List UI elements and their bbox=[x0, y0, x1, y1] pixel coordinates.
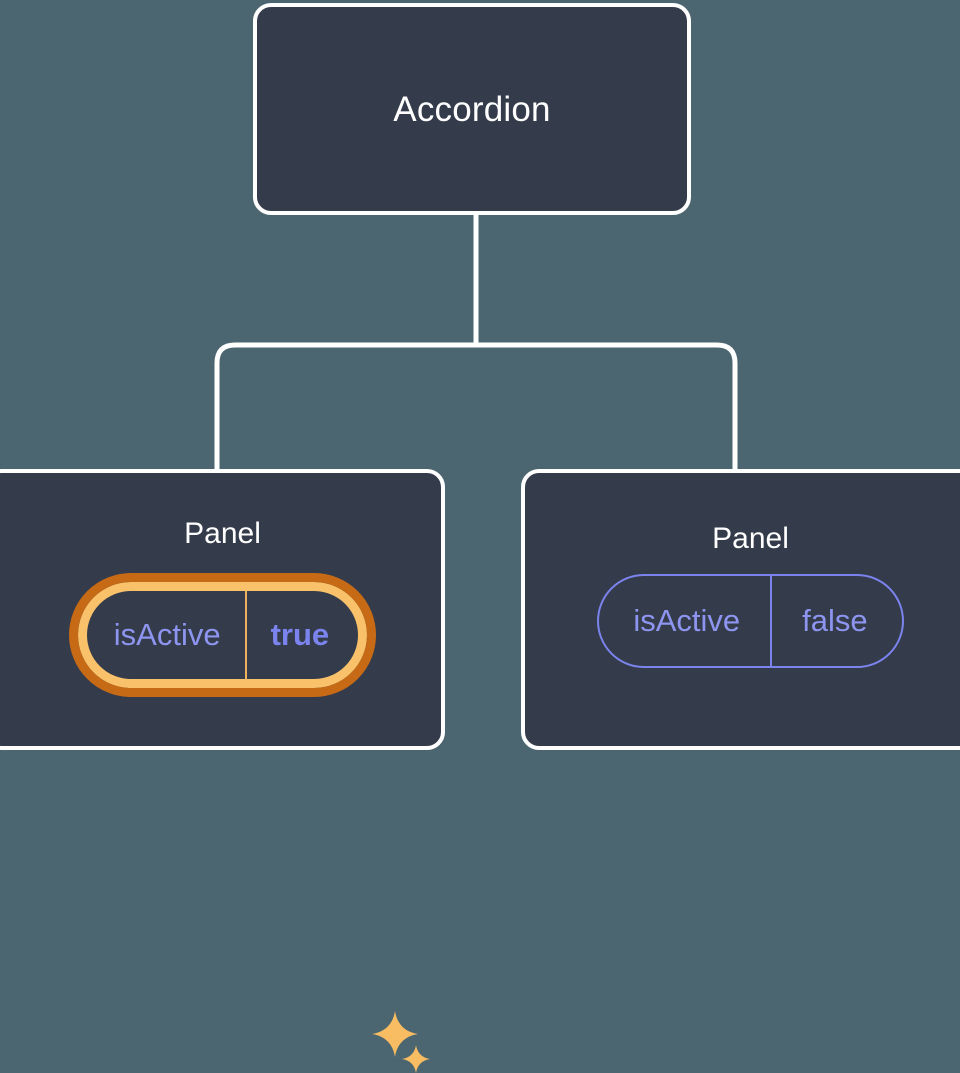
prop-pill-active-wrap: isActive true bbox=[68, 573, 377, 697]
prop-pill-inactive[interactable]: isActive false bbox=[597, 574, 904, 668]
connector-branches bbox=[214, 342, 738, 471]
node-panel-active[interactable]: Panel isActive true bbox=[0, 469, 445, 1073]
node-accordion-label: Accordion bbox=[393, 89, 551, 129]
prop-key-isactive: isActive bbox=[633, 603, 741, 638]
node-panel-inactive-label: Panel bbox=[712, 522, 789, 555]
sparkle-small-icon bbox=[402, 1045, 430, 1073]
prop-value-true: true bbox=[244, 591, 368, 679]
prop-pill-inactive-wrap: isActive false bbox=[597, 574, 904, 668]
prop-pill-active[interactable]: isActive true bbox=[68, 573, 377, 697]
prop-key-isactive: isActive bbox=[113, 617, 221, 652]
node-accordion[interactable]: Accordion bbox=[253, 3, 691, 215]
diagram-canvas: Accordion Panel isActive true Panel isAc… bbox=[0, 3, 960, 1073]
node-panel-active-label: Panel bbox=[184, 517, 261, 550]
prop-value-false: false bbox=[770, 576, 901, 666]
sparkle-large-icon bbox=[372, 1011, 418, 1057]
node-panel-inactive[interactable]: Panel isActive false bbox=[521, 469, 960, 750]
